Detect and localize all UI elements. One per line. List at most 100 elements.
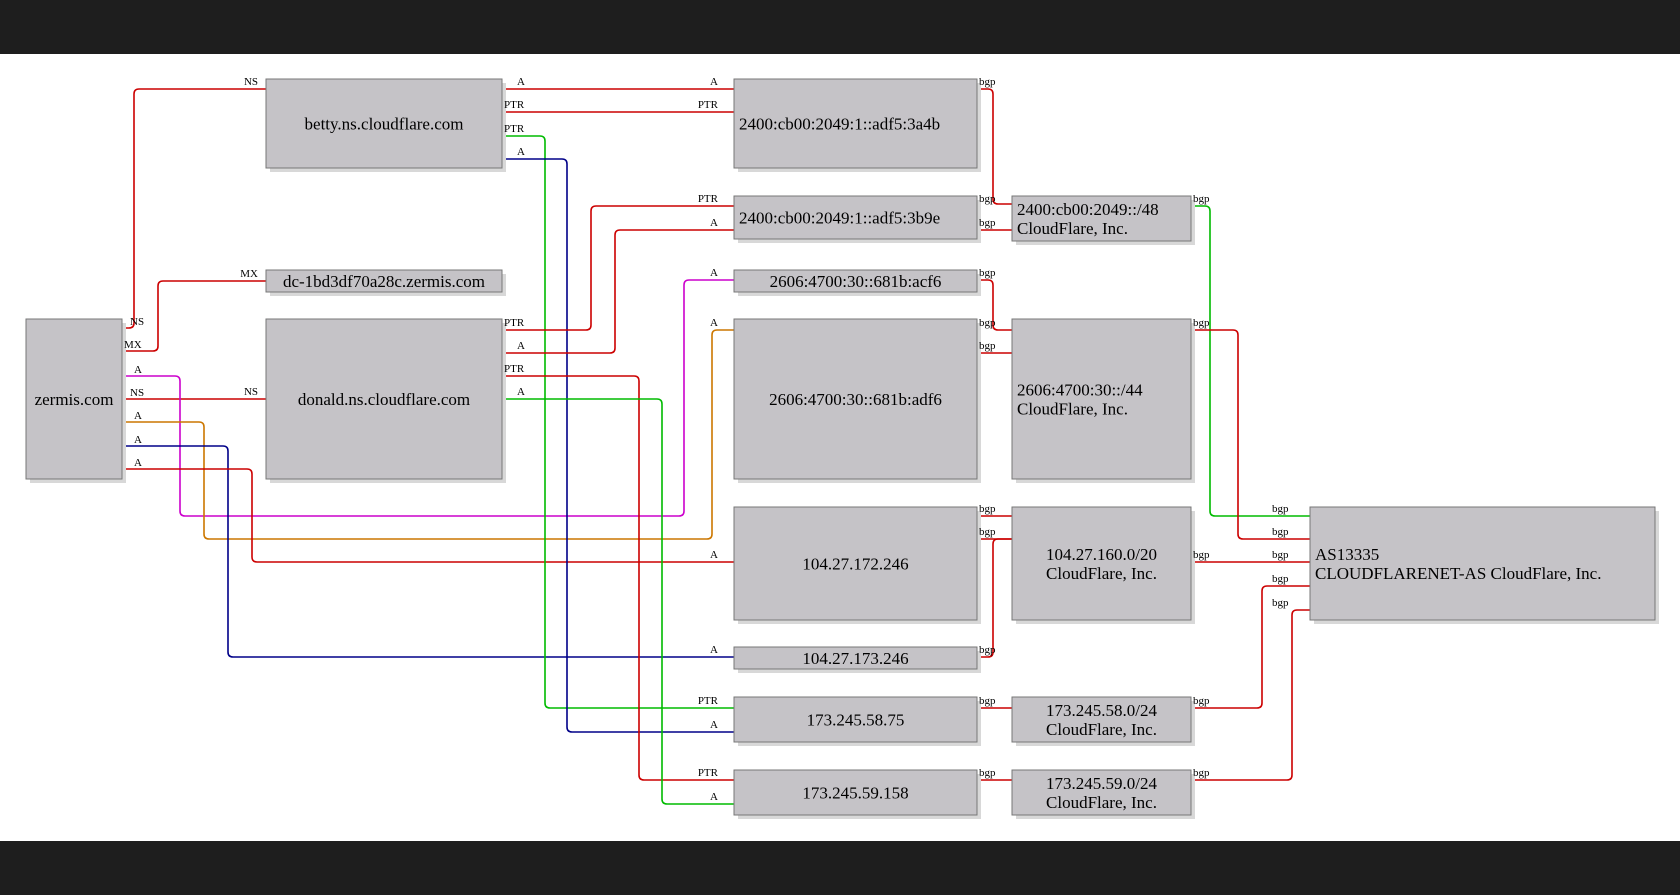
label-ip2-a: A (710, 644, 718, 656)
edge-ip2-pfx3-bgp (977, 538, 1012, 658)
edge-labels: NSMXANSAAANSMXNSAPTRPTRAPTRAPTRAAPTRPTRA… (124, 76, 1289, 803)
label-bgp-9: bgp (979, 644, 996, 656)
node-v6a-1[interactable]: 2400:cb00:2049:1::adf5:3a4b (733, 78, 981, 172)
node-v6b-1-box (733, 269, 978, 293)
graph-edges (122, 88, 1310, 805)
label-zermis-a-1: A (134, 364, 142, 376)
node-v6b-2-label: 2606:4700:30::681b:adf6 (769, 390, 942, 409)
edge-acf6-pfx2-bgp (977, 279, 1012, 331)
edge-zermis-adf6-a (122, 329, 734, 540)
node-dc-label: dc-1bd3df70a28c.zermis.com (283, 272, 485, 291)
edge-zermis-ip1-a (122, 468, 734, 563)
label-bgp-11: bgp (979, 767, 996, 779)
label-bgp-7: bgp (979, 503, 996, 515)
node-pfx4-label: 173.245.58.0/24 (1046, 701, 1157, 720)
node-pfx1-label: CloudFlare, Inc. (1017, 219, 1128, 238)
node-zermis-label: zermis.com (35, 390, 114, 409)
edge-donald-ip4-ptr (502, 375, 734, 781)
label-donald-a-2: A (517, 386, 525, 398)
node-pfx5-box (1011, 769, 1192, 816)
node-dc[interactable]: dc-1bd3df70a28c.zermis.com (265, 269, 506, 296)
label-zermis-a-2: A (134, 410, 142, 422)
node-betty[interactable]: betty.ns.cloudflare.com (265, 78, 506, 172)
label-bgp-5: bgp (979, 317, 996, 329)
node-v6b-2-box (733, 318, 978, 480)
node-v6a-1-box (733, 78, 978, 169)
node-pfx1-label: 2400:cb00:2049::/48 (1017, 200, 1159, 219)
label-bgp-2: bgp (979, 193, 996, 205)
graph-nodes: zermis.com betty.ns.cloudflare.com dc-1bd3… (25, 78, 1659, 819)
node-ip4-box (733, 769, 978, 816)
top-bar (0, 0, 1680, 54)
node-ip1-box (733, 506, 978, 621)
edge-zermis-betty-ns (122, 88, 266, 329)
node-donald[interactable]: donald.ns.cloudflare.com (265, 318, 506, 483)
graph-canvas: zermis.com betty.ns.cloudflare.com dc-1bd3… (0, 54, 1680, 841)
node-v6a-1-label: 2400:cb00:2049:1::adf5:3a4b (739, 115, 940, 134)
label-bgp-14: bgp (1193, 549, 1210, 561)
label-bgp-19: bgp (1272, 549, 1289, 561)
node-pfx3-label: CloudFlare, Inc. (1046, 564, 1157, 583)
label-bgp-13: bgp (1193, 317, 1210, 329)
node-pfx3-box (1011, 506, 1192, 621)
node-v6a-2-box (733, 195, 978, 240)
node-ip1[interactable]: 104.27.172.246 (733, 506, 981, 624)
label-acf6-a: A (710, 267, 718, 279)
label-bgp-18: bgp (1272, 526, 1289, 538)
node-pfx2-label: CloudFlare, Inc. (1017, 400, 1128, 419)
label-bgp-16: bgp (1193, 767, 1210, 779)
node-asn-box (1309, 506, 1656, 621)
label-betty-ptr-2: PTR (504, 123, 525, 135)
edge-zermis-ip2-a (122, 445, 734, 658)
label-adf6-a: A (710, 317, 718, 329)
label-ip3-a: A (710, 719, 718, 731)
node-v6a-2[interactable]: 2400:cb00:2049:1::adf5:3b9e (733, 195, 981, 243)
label-zermis-ns-2: NS (130, 387, 144, 399)
label-v6a1-a: A (710, 76, 718, 88)
dns-graph: zermis.com betty.ns.cloudflare.com dc-1bd3… (25, 76, 1659, 819)
label-betty-ptr-1: PTR (504, 99, 525, 111)
node-v6b-1[interactable]: 2606:4700:30::681b:acf6 (733, 269, 981, 296)
node-v6b-2[interactable]: 2606:4700:30::681b:adf6 (733, 318, 981, 483)
edge-pfx5-asn-bgp (1191, 609, 1310, 781)
node-v6b-1-label: 2606:4700:30::681b:acf6 (770, 272, 942, 291)
label-bgp-20: bgp (1272, 573, 1289, 585)
label-bgp-1: bgp (979, 76, 996, 88)
label-bgp-21: bgp (1272, 597, 1289, 609)
label-zermis-ns-1: NS (130, 316, 144, 328)
edge-v6a1-pfx1-bgp (977, 88, 1012, 205)
edge-zermis-dc-mx (122, 280, 266, 352)
node-ip3[interactable]: 173.245.58.75 (733, 696, 981, 746)
label-donald-ptr-1: PTR (504, 317, 525, 329)
label-zermis-mx: MX (124, 339, 142, 351)
label-donald-ns: NS (244, 386, 258, 398)
label-v6a1-ptr: PTR (698, 99, 719, 111)
label-ip4-a: A (710, 791, 718, 803)
node-ip2[interactable]: 104.27.173.246 (733, 646, 981, 673)
label-bgp-4: bgp (979, 267, 996, 279)
node-zermis[interactable]: zermis.com (25, 318, 126, 483)
label-donald-ptr-2: PTR (504, 363, 525, 375)
label-zermis-a-4: A (134, 457, 142, 469)
node-pfx3-label: 104.27.160.0/20 (1046, 545, 1157, 564)
node-ip4[interactable]: 173.245.59.158 (733, 769, 981, 819)
node-ip2-box (733, 646, 978, 670)
edge-pfx4-asn-bgp (1191, 585, 1310, 709)
label-v6a2-a: A (710, 217, 718, 229)
bottom-bar (0, 841, 1680, 895)
node-pfx5-label: CloudFlare, Inc. (1046, 793, 1157, 812)
node-betty-box (265, 78, 503, 169)
node-asn-label: AS13335 (1315, 545, 1379, 564)
node-pfx1-box (1011, 195, 1192, 242)
label-dc-mx: MX (240, 268, 258, 280)
label-zermis-a-3: A (134, 434, 142, 446)
node-donald-box (265, 318, 503, 480)
edge-donald-v6a2-ptr (502, 205, 734, 331)
edge-betty-ip3-a (502, 158, 734, 733)
